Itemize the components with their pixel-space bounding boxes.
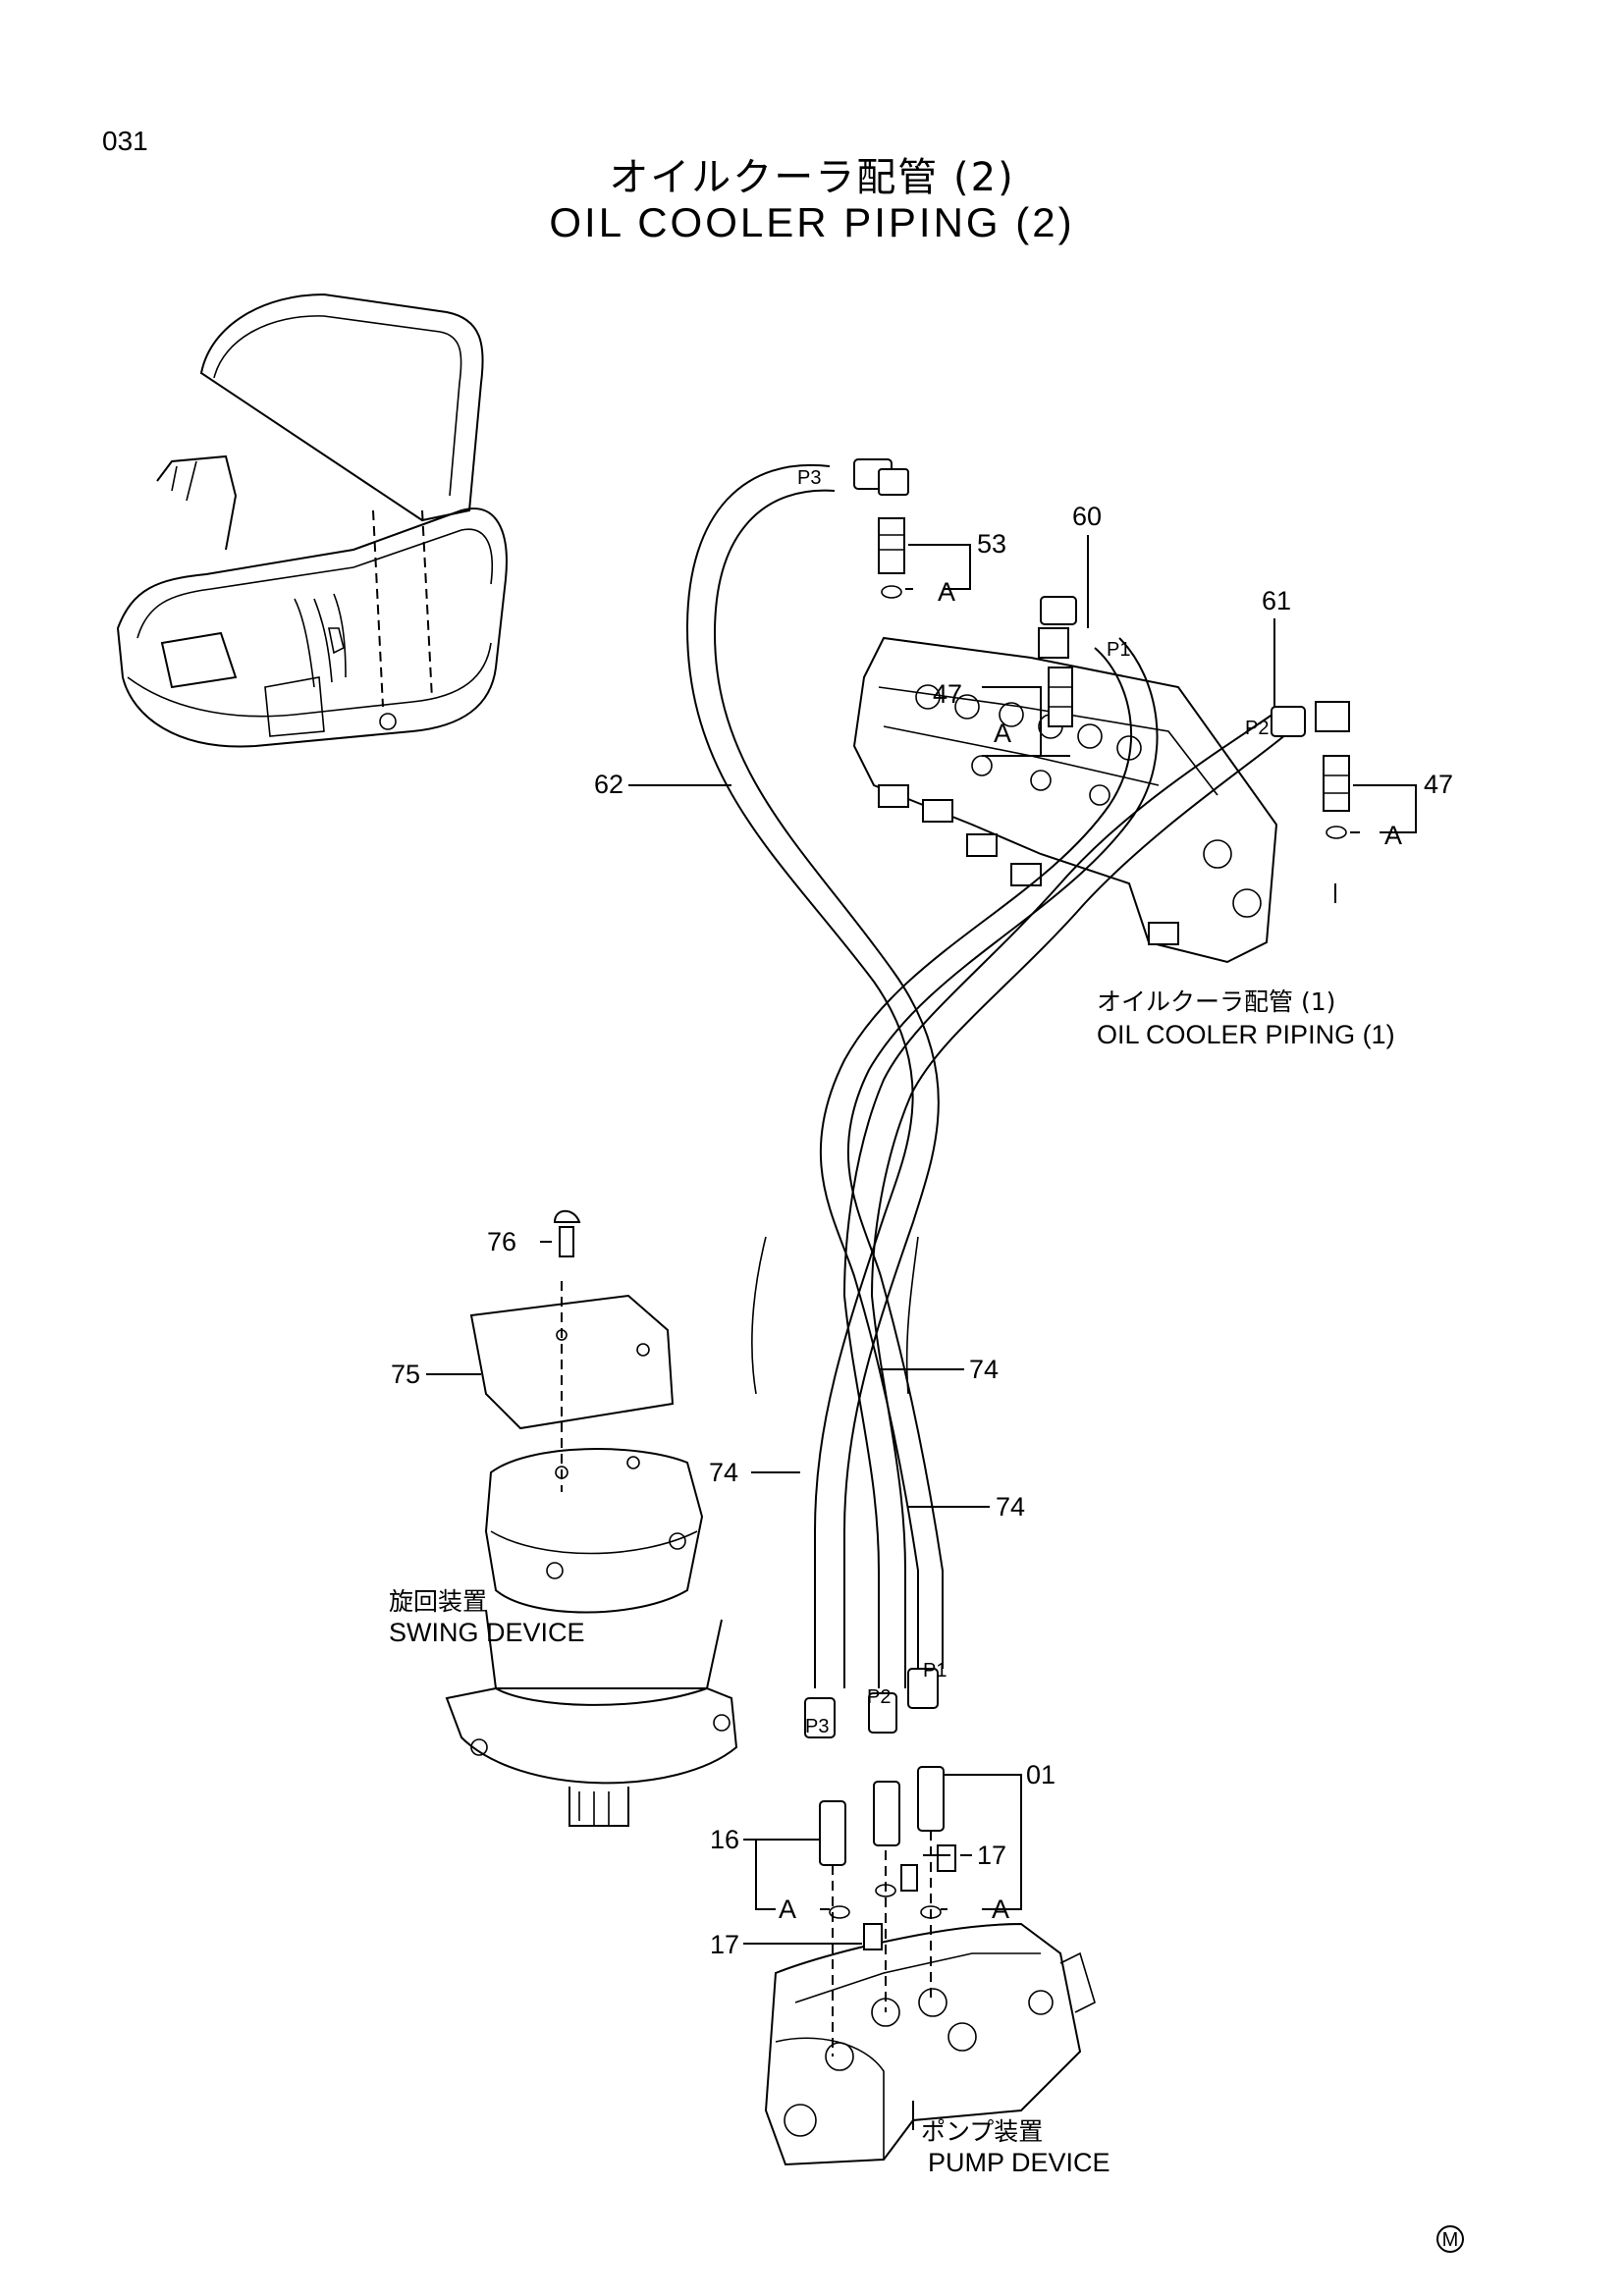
hose-assembly xyxy=(685,463,1287,1688)
pump-device-label-jp: ポンプ装置 xyxy=(921,2117,1043,2146)
swing-device-illustration xyxy=(445,1209,738,1827)
callout-01: 01 xyxy=(1026,1760,1056,1789)
callout-a-bottom-left: A xyxy=(779,1895,796,1924)
port-p1-top: P1 xyxy=(1107,639,1130,661)
callout-61: 61 xyxy=(1262,586,1291,615)
callout-a-valve: A xyxy=(994,719,1011,748)
callout-53: 53 xyxy=(977,529,1006,559)
title-english: OIL COOLER PIPING (2) xyxy=(549,199,1075,245)
control-valve-illustration xyxy=(852,636,1278,964)
pump-device-label-en: PUMP DEVICE xyxy=(928,2148,1110,2177)
callout-74-right: 74 xyxy=(996,1492,1025,1522)
callout-60: 60 xyxy=(1072,502,1102,531)
excavator-overview-illustration xyxy=(116,293,508,748)
leader-lines-top xyxy=(628,535,1417,903)
callout-a-top: A xyxy=(938,577,955,607)
callout-62: 62 xyxy=(594,770,623,799)
port-p2-top: P2 xyxy=(1245,718,1269,739)
callout-75: 75 xyxy=(391,1360,420,1389)
circled-m-mark: M xyxy=(1436,2225,1464,2253)
page-number: 031 xyxy=(102,126,148,156)
bottom-fittings xyxy=(804,1668,956,2056)
port-p2-bottom: P2 xyxy=(867,1686,891,1708)
leader-lines-bottom xyxy=(426,1241,1022,2130)
port-p3-top: P3 xyxy=(797,467,821,489)
callout-47-upper: 47 xyxy=(933,679,962,709)
swing-device-label-jp: 旋回装置 xyxy=(389,1587,487,1616)
top-fittings xyxy=(853,458,1350,839)
callout-76: 76 xyxy=(487,1227,516,1256)
swing-device-label-en: SWING DEVICE xyxy=(389,1618,585,1647)
callout-74-upper: 74 xyxy=(969,1355,999,1384)
callout-74-left: 74 xyxy=(709,1458,738,1487)
port-p3-bottom: P3 xyxy=(805,1716,829,1737)
pump-device-illustration xyxy=(764,1922,1096,2166)
title-japanese: オイルクーラ配管 (2) xyxy=(609,155,1015,200)
callout-17-right: 17 xyxy=(977,1841,1006,1870)
m-mark-letter: M xyxy=(1442,2229,1459,2251)
callout-a-right: A xyxy=(1384,821,1402,850)
callout-17-left: 17 xyxy=(710,1930,739,1959)
callout-47-right: 47 xyxy=(1424,770,1453,799)
reference-label-en: OIL COOLER PIPING (1) xyxy=(1097,1020,1395,1049)
reference-label-jp: オイルクーラ配管 (1) xyxy=(1097,988,1335,1016)
callout-16: 16 xyxy=(710,1825,739,1854)
callout-a-bottom-right: A xyxy=(992,1895,1009,1924)
port-p1-bottom: P1 xyxy=(923,1660,947,1682)
